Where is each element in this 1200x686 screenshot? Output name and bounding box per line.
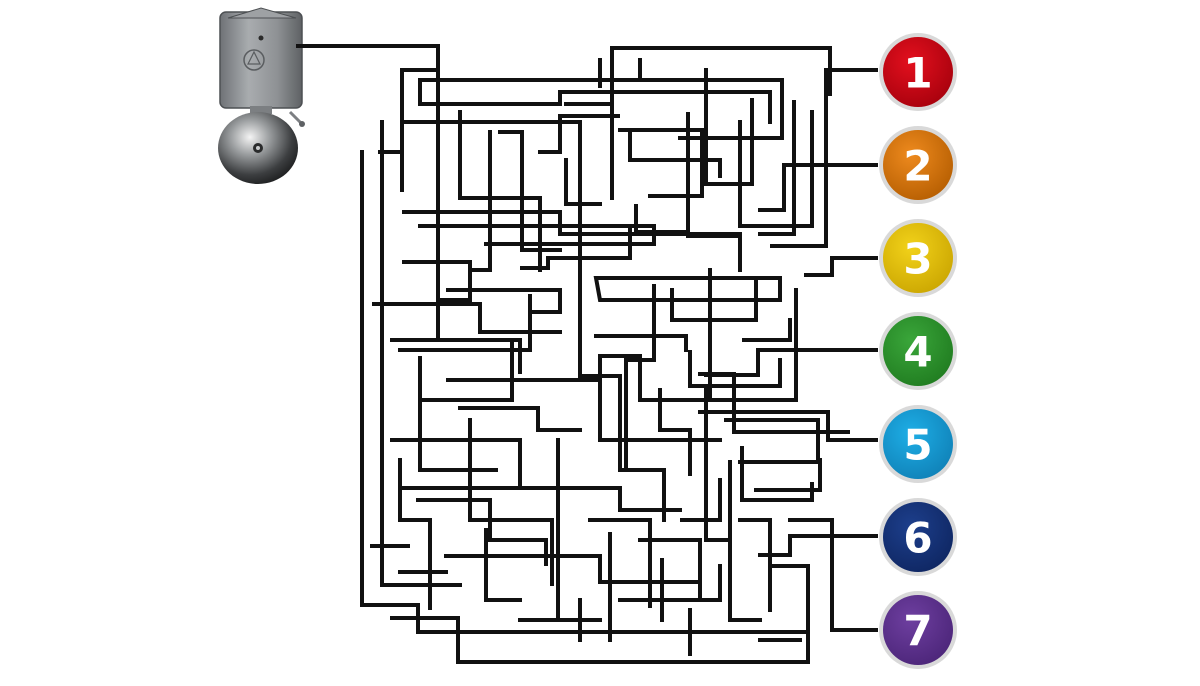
button-label: 5 (903, 421, 932, 470)
button-3[interactable]: 3 (879, 219, 957, 297)
button-label: 2 (903, 142, 932, 191)
button-label: 3 (903, 235, 932, 284)
electric-bell-icon (218, 7, 305, 184)
button-2[interactable]: 2 (879, 126, 957, 204)
button-disc (883, 316, 953, 386)
button-label: 1 (903, 49, 932, 98)
button-disc (883, 37, 953, 107)
numbered-buttons: 1 2 3 4 5 6 7 (879, 33, 957, 669)
button-disc (883, 130, 953, 200)
wire-maze (296, 44, 878, 664)
button-disc (883, 223, 953, 293)
button-disc (883, 409, 953, 479)
button-disc (883, 502, 953, 572)
button-label: 6 (903, 514, 932, 563)
button-disc (883, 595, 953, 665)
button-label: 4 (903, 328, 932, 377)
button-5[interactable]: 5 (879, 405, 957, 483)
button-6[interactable]: 6 (879, 498, 957, 576)
button-label: 7 (903, 607, 932, 656)
button-7[interactable]: 7 (879, 591, 957, 669)
button-4[interactable]: 4 (879, 312, 957, 390)
button-1[interactable]: 1 (879, 33, 957, 111)
